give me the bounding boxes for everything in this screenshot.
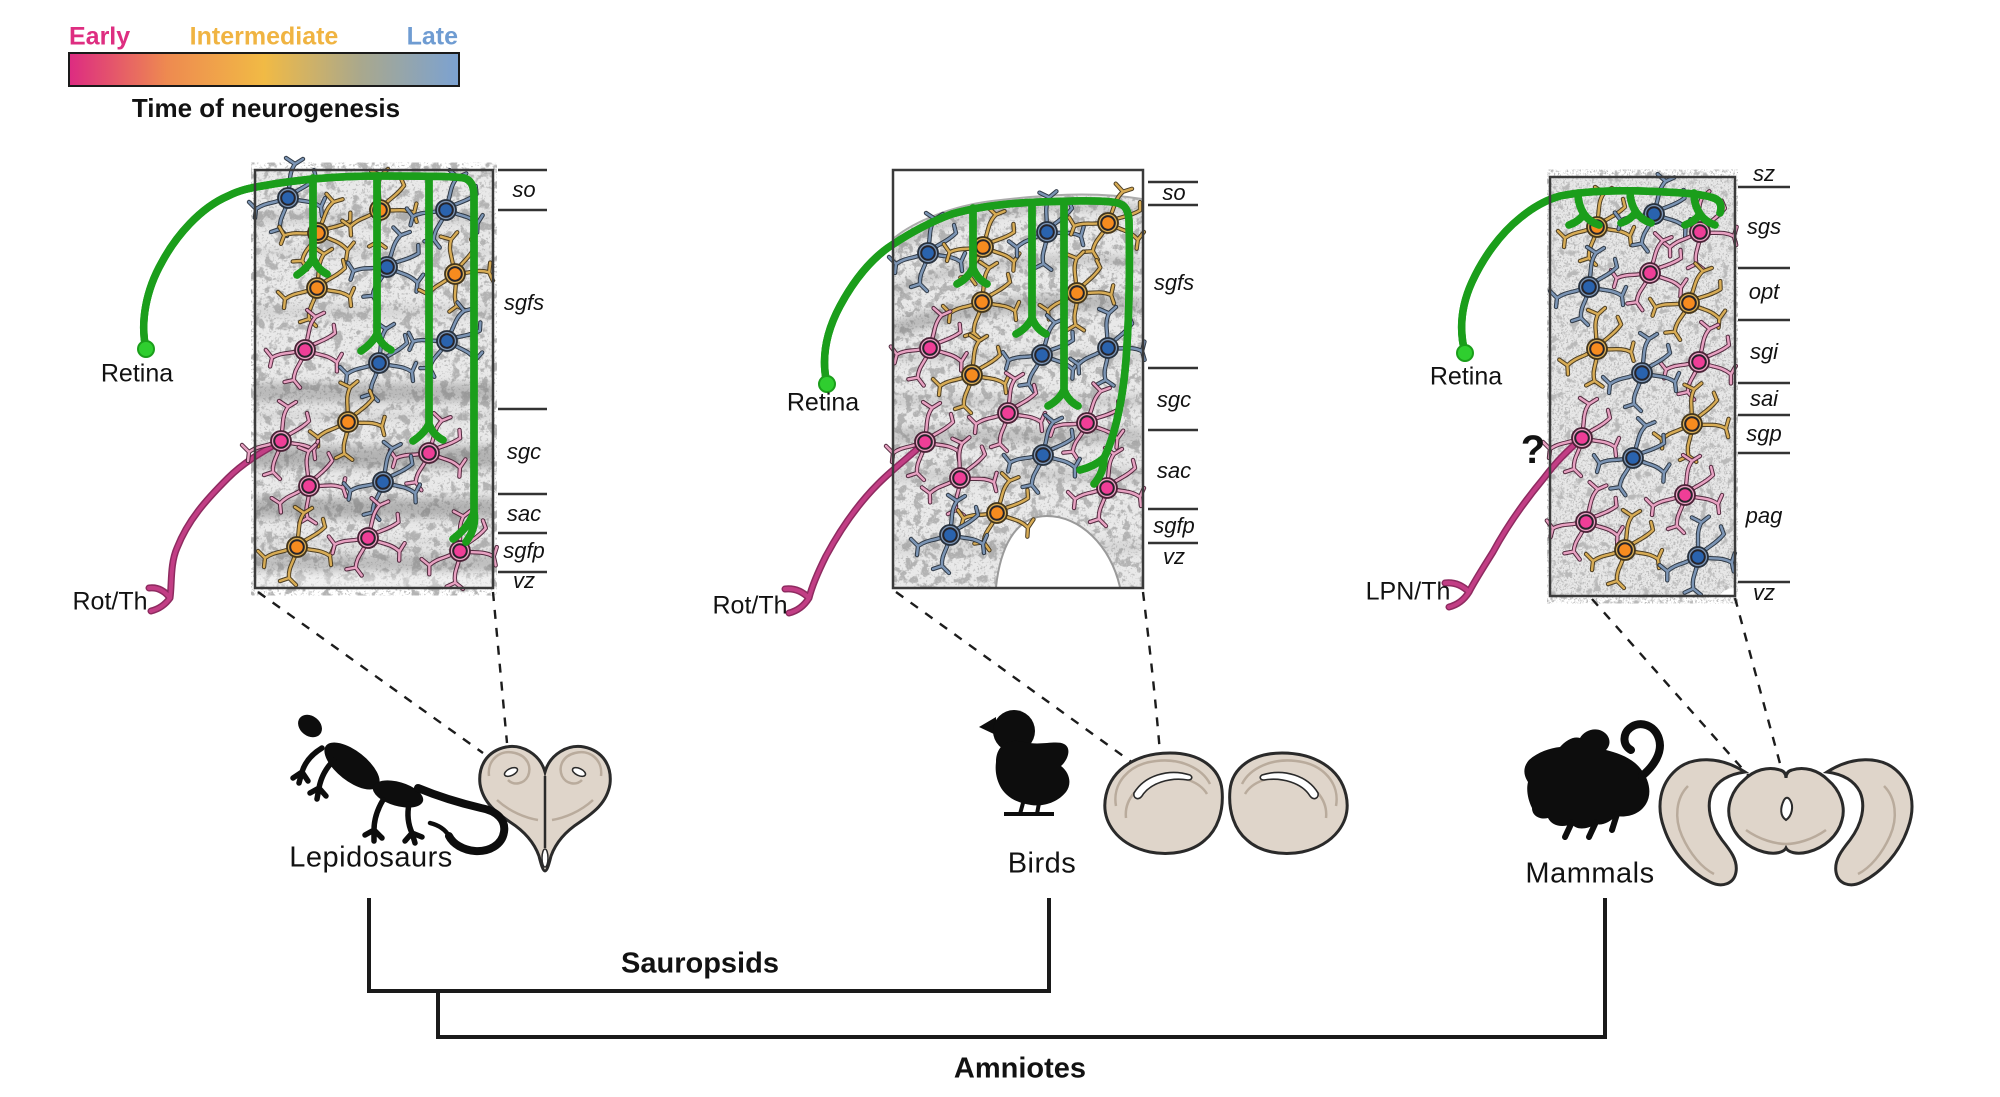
neuron-b xyxy=(337,320,419,404)
layer-label-sgfs: sgfs xyxy=(503,290,545,315)
layer-label-sgfp: sgfp xyxy=(503,538,545,563)
neuron-b xyxy=(908,492,990,576)
layer-label-so: so xyxy=(512,177,536,202)
layer-label-sac: sac xyxy=(1156,458,1192,483)
chick-silhouette xyxy=(979,710,1070,816)
neuron-b xyxy=(1657,514,1737,598)
neuron-b xyxy=(1591,416,1672,498)
neuron-p xyxy=(1657,319,1738,402)
rotth-label-lepidosaurs: Rot/Th xyxy=(72,587,148,616)
rotth-axon-birds xyxy=(781,438,929,617)
layer-label-so: so xyxy=(1162,180,1186,205)
retina-label-mammals: Retina xyxy=(1429,362,1503,391)
neuron-p xyxy=(1540,395,1622,479)
neuron-o xyxy=(1066,181,1147,262)
retinal-axons xyxy=(137,172,1721,546)
retina-label-birds: Retina xyxy=(786,388,860,417)
neuron-b xyxy=(1600,330,1682,414)
neuron-b xyxy=(1006,189,1086,272)
neuron-o xyxy=(1647,261,1728,343)
neuron-o xyxy=(307,379,387,462)
neuron-o xyxy=(275,245,357,329)
retina-axon-mammals xyxy=(1456,191,1721,362)
legend-title: Time of neurogenesis xyxy=(131,93,401,123)
lpnth-axon-mammals xyxy=(1441,434,1586,611)
lizard-silhouette xyxy=(290,714,509,856)
brain-section-birds xyxy=(1103,751,1349,855)
layer-label-vz: vz xyxy=(1163,544,1185,569)
neuron-b xyxy=(1001,412,1082,495)
neurogenesis-gradient-bar xyxy=(68,52,460,87)
neuron-p xyxy=(1608,231,1689,313)
phylo-tree xyxy=(367,898,1607,1039)
layer-label-sgc: sgc xyxy=(1156,387,1192,412)
brain-section-lepidosaurs xyxy=(478,744,612,873)
panel-border-birds xyxy=(891,168,1145,590)
animal-label-lepidosaurs: Lepidosaurs xyxy=(289,841,453,874)
legend-early-label: Early xyxy=(69,22,131,51)
neuron-p xyxy=(919,435,999,518)
neuron-p xyxy=(239,398,321,482)
layer-label-sgfp: sgfp xyxy=(1153,513,1195,538)
neuron-b xyxy=(345,225,426,307)
rotth-axon-lepidosaurs xyxy=(145,437,285,615)
mouse-silhouette xyxy=(1524,720,1664,840)
panel-border-mammals xyxy=(1548,175,1737,598)
neuron-p xyxy=(269,442,349,526)
rotth-label-birds: Rot/Th xyxy=(712,591,788,620)
neuron-b xyxy=(886,210,968,294)
neuron-p xyxy=(326,495,407,578)
layer-label-vz: vz xyxy=(513,568,535,593)
layer-label-pag: pag xyxy=(1745,503,1783,528)
layer-label-vz: vz xyxy=(1753,580,1775,605)
neuron-p xyxy=(888,305,969,388)
layer-label-sgs: sgs xyxy=(1746,214,1782,239)
neuron-b xyxy=(1000,313,1081,395)
animal-label-mammals: Mammals xyxy=(1525,857,1655,890)
layer-label-sgc: sgc xyxy=(506,439,542,464)
neuron-p xyxy=(1643,452,1725,536)
legend-late-label: Late xyxy=(406,22,458,51)
layer-label-sgfs: sgfs xyxy=(1153,270,1195,295)
histology-mammals xyxy=(1551,178,1734,595)
sauropsids-label: Sauropsids xyxy=(621,947,779,980)
retina-axon-lepidosaurs xyxy=(137,172,475,546)
question-mark: ? xyxy=(1520,428,1546,472)
panel-border-lepidosaurs xyxy=(253,168,495,590)
thalamic-axons xyxy=(145,434,1586,617)
neuron-b xyxy=(341,439,423,523)
neuron-p xyxy=(263,307,344,390)
neuron-p xyxy=(966,370,1048,454)
neuron-b xyxy=(1547,244,1629,328)
neuron-p xyxy=(387,411,468,493)
layer-label-sz: sz xyxy=(1753,161,1775,186)
retina-axon-birds xyxy=(818,201,1129,488)
animal-label-birds: Birds xyxy=(1007,847,1077,880)
layer-label-sai: sai xyxy=(1749,386,1779,411)
neuron-p xyxy=(1065,445,1147,529)
layer-label-sac: sac xyxy=(506,501,542,526)
layer-label-opt: opt xyxy=(1748,279,1780,304)
neuron-p xyxy=(883,399,965,483)
neuron-o xyxy=(255,504,337,588)
neuron-o xyxy=(1037,249,1117,333)
neuron-o xyxy=(1557,305,1636,389)
legend-intermediate-label: Intermediate xyxy=(189,22,339,51)
layer-label-sgp: sgp xyxy=(1746,421,1782,446)
layer-label-sgi: sgi xyxy=(1749,339,1779,364)
lpnth-label-mammals: LPN/Th xyxy=(1365,577,1451,606)
amniotes-label: Amniotes xyxy=(953,1052,1087,1085)
brain-section-mammals xyxy=(1658,758,1914,887)
retina-label-lepidosaurs: Retina xyxy=(100,359,174,388)
